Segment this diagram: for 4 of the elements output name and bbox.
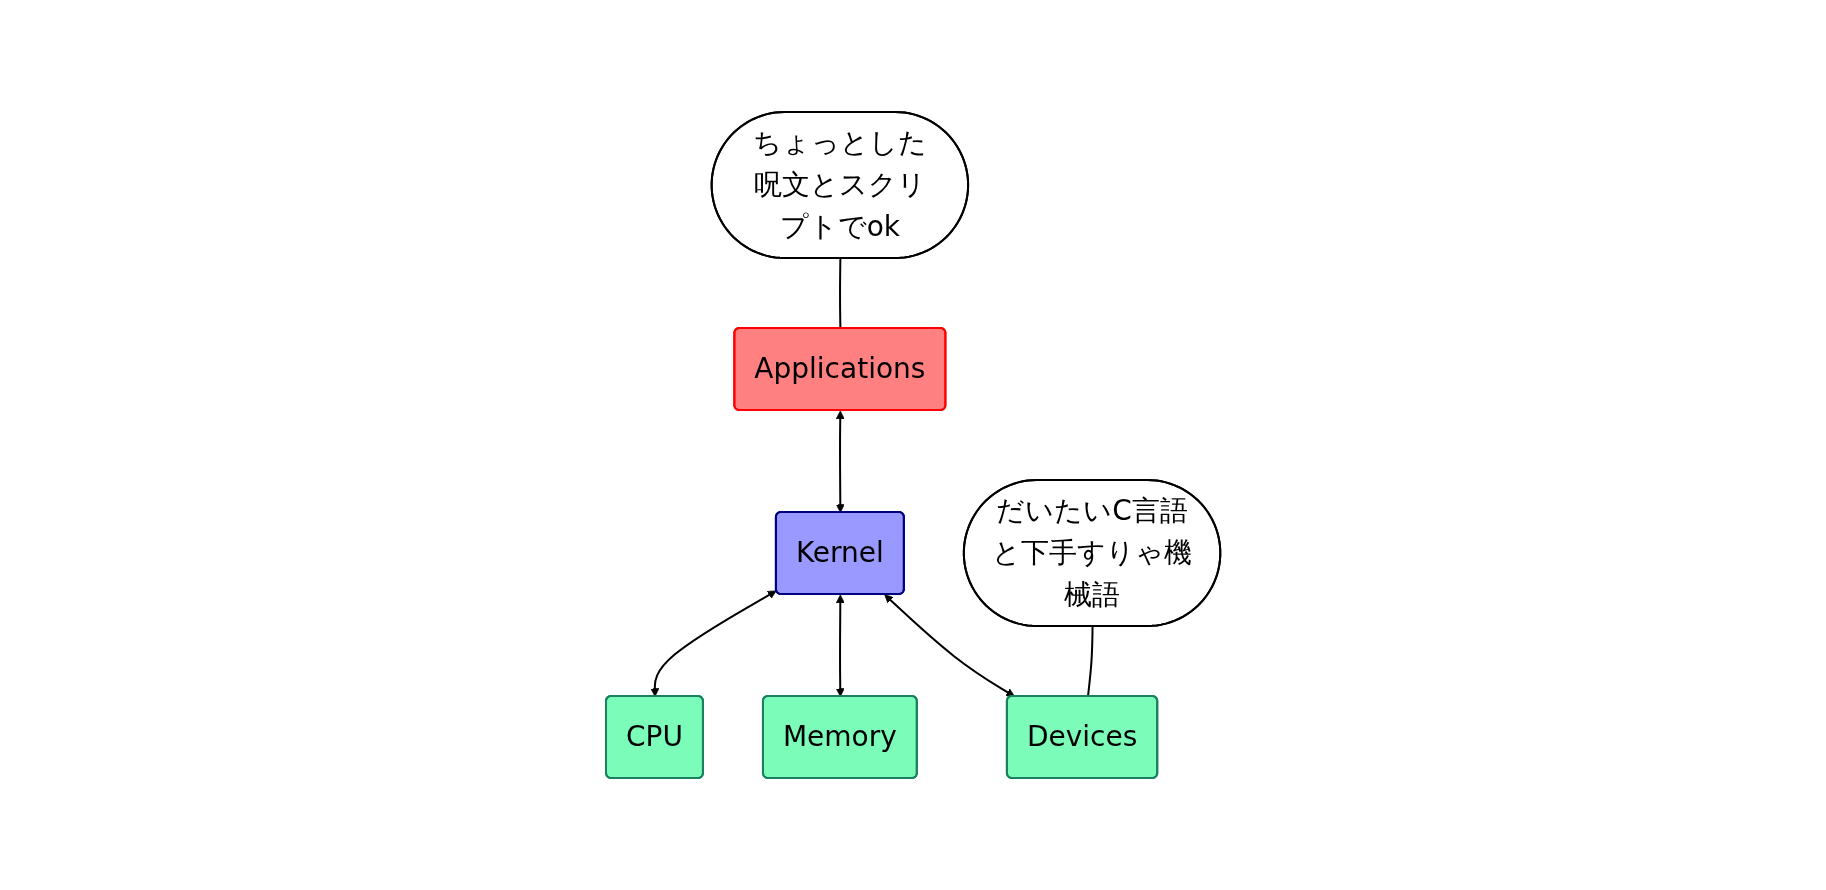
arrow <box>835 594 845 697</box>
arrow <box>650 590 777 697</box>
arrow <box>884 594 1015 697</box>
arrow <box>835 410 845 513</box>
